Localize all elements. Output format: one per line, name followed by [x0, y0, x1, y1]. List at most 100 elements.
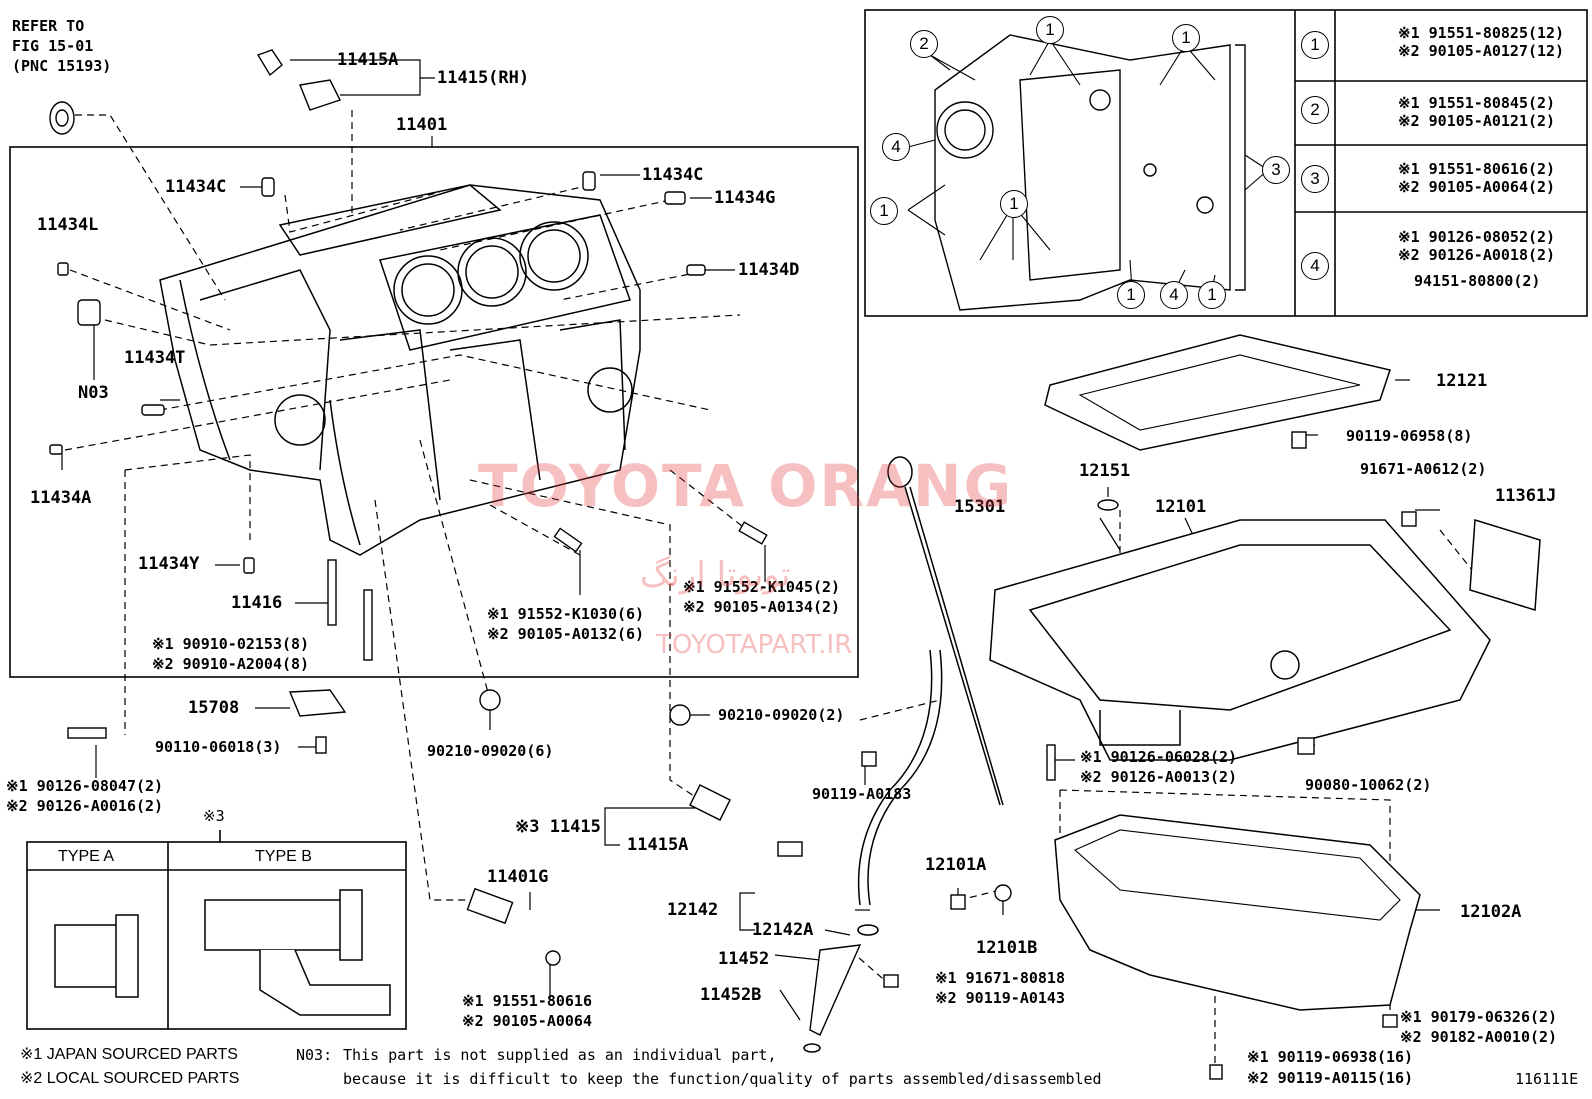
callout-1: 1 [1117, 281, 1145, 309]
type-box-frame [26, 841, 407, 1030]
engine-block-frame [9, 146, 859, 678]
part-90119-06958: 90119-06958(8) [1346, 427, 1473, 445]
lower-oil-pan-drawing [1054, 814, 1421, 1011]
part-90119-06938: ※1 90119-06938(16) [1247, 1048, 1414, 1066]
label-11452B: 11452B [700, 985, 762, 1005]
label-11452: 11452 [718, 949, 770, 969]
label-12101A: 12101A [925, 855, 987, 875]
part-90105-A0134: ※2 90105-A0134(2) [683, 598, 841, 616]
table-callout-1: 1 [1301, 31, 1329, 59]
table-callout-3: 3 [1301, 165, 1329, 193]
part-90126-06028: ※1 90126-06028(2) [1080, 748, 1238, 766]
part-90119-A0143: ※2 90119-A0143 [935, 989, 1065, 1007]
part-90179-06326: ※1 90179-06326(2) [1400, 1008, 1558, 1026]
label-11361J: 11361J [1495, 486, 1557, 506]
callout-1: 1 [1000, 190, 1028, 218]
legend-local-sourced: ※2 LOCAL SOURCED PARTS [20, 1070, 240, 1087]
bolt-row-1: ※1 91551-80825(12)※2 90105-A0127(12) [1398, 24, 1565, 60]
type-b-fitting-drawing [204, 889, 391, 1016]
callout-4: 4 [1160, 281, 1188, 309]
label-11434C-left: 11434C [165, 177, 227, 197]
table-callout-2: 2 [1301, 96, 1329, 124]
callout-1: 1 [870, 197, 898, 225]
part-90080-10062: 90080-10062(2) [1305, 776, 1432, 794]
label-11415A: 11415A [337, 50, 399, 70]
small-parts-drawings [49, 49, 1417, 1080]
timing-cover-drawing [934, 34, 1246, 311]
label-11434C-right: 11434C [642, 165, 704, 185]
part-91671-80818: ※1 91671-80818 [935, 969, 1065, 987]
baffle-plate-drawing [1044, 334, 1391, 451]
part-90126-08047: ※1 90126-08047(2) [6, 777, 164, 795]
label-11415A-lower: 11415A [627, 835, 689, 855]
note-line-2: because it is difficult to keep the func… [343, 1070, 1102, 1088]
part-90105-A0064: ※2 90105-A0064 [462, 1012, 592, 1030]
figure-id: 116111E [1515, 1070, 1579, 1088]
label-12151: 12151 [1079, 461, 1131, 481]
type-a-plug-drawing [54, 914, 139, 998]
watermark-url: TOYOTAPART.IR [656, 630, 853, 660]
part-90126-A0013: ※2 90126-A0013(2) [1080, 768, 1238, 786]
label-12142: 12142 [667, 900, 719, 920]
watermark-persian: تویوتا ارنگ [640, 555, 791, 595]
bolt-row-3: ※1 91551-80616(2)※2 90105-A0064(2) [1398, 160, 1556, 196]
note-prefix: N03: [296, 1046, 333, 1064]
type-b-label: TYPE B [255, 848, 312, 865]
part-91671-A0612: 91671-A0612(2) [1360, 460, 1487, 478]
label-11401: 11401 [396, 115, 448, 135]
table-callout-4: 4 [1301, 252, 1329, 280]
note-line-1: This part is not supplied as an individu… [343, 1046, 777, 1064]
upper-oil-pan-drawing [989, 519, 1491, 761]
part-91552-K1045: ※1 91552-K1045(2) [683, 578, 841, 596]
part-90105-A0132: ※2 90105-A0132(6) [487, 625, 645, 643]
part-90119-A0115: ※2 90119-A0115(16) [1247, 1069, 1414, 1087]
callout-4: 4 [882, 133, 910, 161]
part-90910-2: ※2 90910-A2004(8) [152, 655, 310, 673]
dipstick-drawing [887, 456, 1004, 806]
label-12101: 12101 [1155, 497, 1207, 517]
label-11416: 11416 [231, 593, 283, 613]
part-90110: 90110-06018(3) [155, 738, 282, 756]
bolt-row-2: ※1 91551-80845(2)※2 90105-A0121(2) [1398, 94, 1556, 130]
type-a-label: TYPE A [58, 848, 115, 865]
timing-cover-inset-frame [864, 9, 1588, 317]
label-15301: 15301 [954, 497, 1006, 517]
gauge-guide-drawing [809, 944, 862, 1036]
part-91551-80616: ※1 91551-80616 [462, 992, 592, 1010]
legend-japan-sourced: ※1 JAPAN SOURCED PARTS [20, 1046, 238, 1063]
part-90119-A0183: 90119-A0183 [812, 785, 912, 803]
callout-1: 1 [1198, 281, 1226, 309]
type-box-mark: ※3 [203, 807, 225, 825]
label-11434G: 11434G [714, 188, 776, 208]
callout-2: 2 [910, 30, 938, 58]
label-N03: N03 [78, 383, 109, 403]
label-12142A: 12142A [752, 920, 814, 940]
label-12102A: 12102A [1460, 902, 1522, 922]
label-11434L: 11434L [37, 215, 99, 235]
cover-11361J-drawing [1469, 519, 1541, 611]
callout-3: 3 [1262, 156, 1290, 184]
watermark-title: TOYOTA ORANG [478, 452, 1014, 520]
label-11434T: 11434T [124, 348, 186, 368]
label-11415-type3: ※3 11415 [515, 817, 601, 837]
callout-1: 1 [1036, 16, 1064, 44]
part-90910-1: ※1 90910-02153(8) [152, 635, 310, 653]
guide-tube-drawing [857, 649, 943, 906]
label-11434A: 11434A [30, 488, 92, 508]
label-11434Y: 11434Y [138, 554, 200, 574]
part-91552-K1030: ※1 91552-K1030(6) [487, 605, 645, 623]
engine-block-drawing [159, 184, 641, 556]
label-11401G: 11401G [487, 867, 549, 887]
bolt-row-4: ※1 90126-08052(2)※2 90126-A0018(2)94151-… [1398, 228, 1556, 290]
label-11434D: 11434D [738, 260, 800, 280]
part-90210-6: 90210-09020(6) [427, 742, 554, 760]
callout-1: 1 [1172, 24, 1200, 52]
label-12121: 12121 [1436, 371, 1488, 391]
part-90210-2: 90210-09020(2) [718, 706, 845, 724]
part-90182-A0010: ※2 90182-A0010(2) [1400, 1028, 1558, 1046]
label-15708: 15708 [188, 698, 240, 718]
label-11415RH: 11415(RH) [437, 68, 530, 88]
